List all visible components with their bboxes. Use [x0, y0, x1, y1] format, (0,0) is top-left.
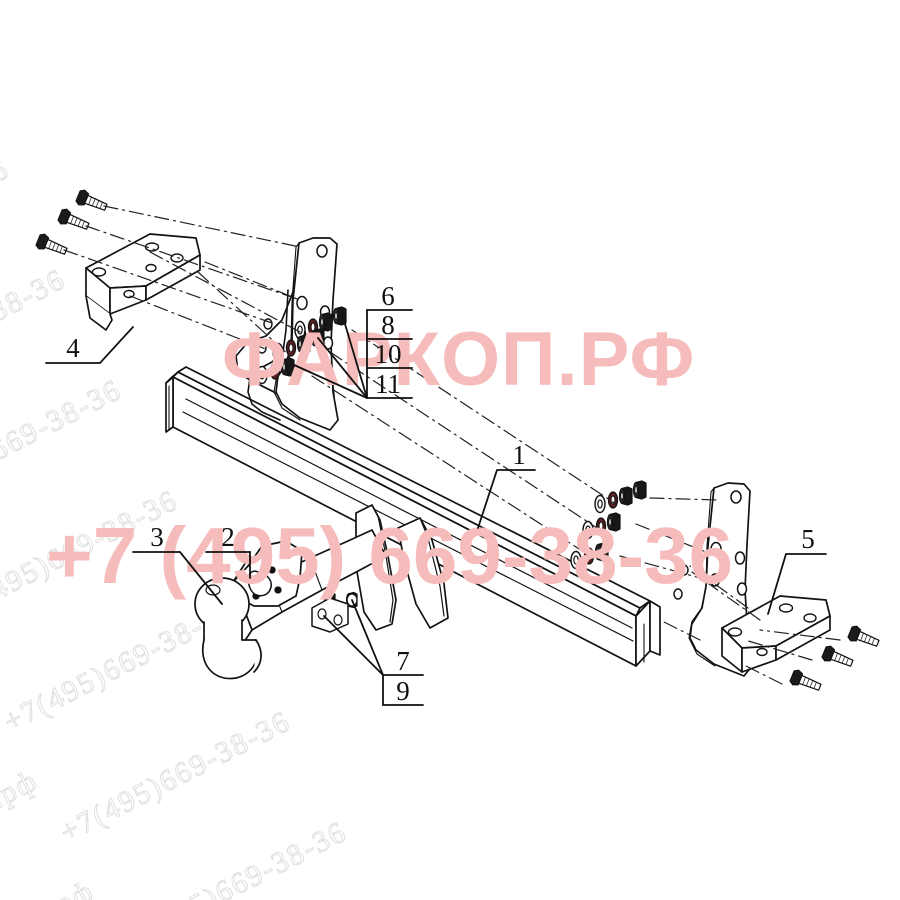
callout-7-text: 7: [396, 646, 410, 676]
callout-11-text: 11: [375, 369, 401, 399]
callout-2: 2: [205, 522, 251, 579]
left-plate-holes: [257, 244, 334, 354]
callout-ladder-lower: 7 9: [323, 599, 424, 706]
callout-1-text: 1: [512, 440, 526, 470]
callout-3: 3: [132, 522, 223, 605]
callout-4-text: 4: [66, 333, 80, 363]
assembly-axis-lines: [63, 205, 841, 685]
callout-ladder-upper: 6 8 10 11: [291, 281, 413, 399]
callout-2-text: 2: [221, 522, 235, 552]
callout-4: 4: [45, 326, 134, 364]
callout-3-text: 3: [150, 522, 164, 552]
callout-10-text: 10: [375, 339, 402, 369]
right-bracket-holes: [727, 603, 817, 657]
callout-5: 5: [767, 524, 827, 615]
callout-5-text: 5: [801, 524, 815, 554]
callout-8-text: 8: [381, 310, 395, 340]
callout-1: 1: [477, 440, 536, 529]
callout-9-text: 9: [396, 676, 410, 706]
part-left-bracket: [85, 233, 201, 331]
right-plate-holes: [673, 490, 748, 600]
part-main-beam: [165, 366, 661, 667]
callout-6-text: 6: [381, 281, 395, 311]
